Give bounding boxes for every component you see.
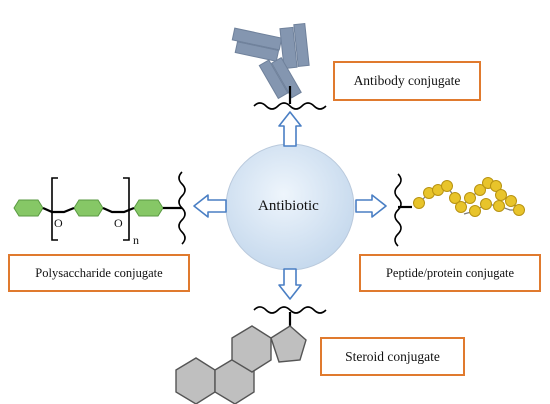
antibody-conjugate-box: Antibody conjugate: [333, 61, 481, 101]
steroid-ring-icon: [270, 325, 307, 363]
oxygen-atom-label: O: [114, 216, 123, 230]
peptide-conjugate-box: Peptide/protein conjugate: [359, 254, 541, 292]
antibiotic-label: Antibiotic: [258, 198, 319, 214]
peptide-structure: [394, 173, 525, 247]
steroid-ring-icon: [175, 357, 216, 404]
oxygen-atom-label: O: [54, 216, 63, 230]
arrow-right-icon: [355, 194, 387, 218]
steroid-conjugate-box: Steroid conjugate: [320, 337, 465, 376]
wavy-bond-top: [253, 102, 327, 110]
repeat-count-label: n: [133, 233, 139, 247]
arrow-left-icon: [193, 194, 227, 218]
arrow-up-icon: [278, 111, 302, 147]
wavy-bond-bottom: [253, 306, 327, 314]
wavy-bond-left: [178, 171, 186, 245]
sugar-ring-icon: [133, 199, 164, 217]
antibody-icon: [231, 22, 310, 100]
arrow-down-icon: [278, 268, 302, 300]
steroid-structure: [175, 306, 327, 404]
sugar-ring-icon: [13, 199, 44, 217]
polysaccharide-structure: [13, 171, 186, 245]
sugar-ring-icon: [73, 199, 104, 217]
steroid-ring-icon: [231, 325, 272, 373]
wavy-bond-right: [394, 173, 402, 247]
polysaccharide-conjugate-box: Polysaccharide conjugate: [8, 254, 190, 292]
